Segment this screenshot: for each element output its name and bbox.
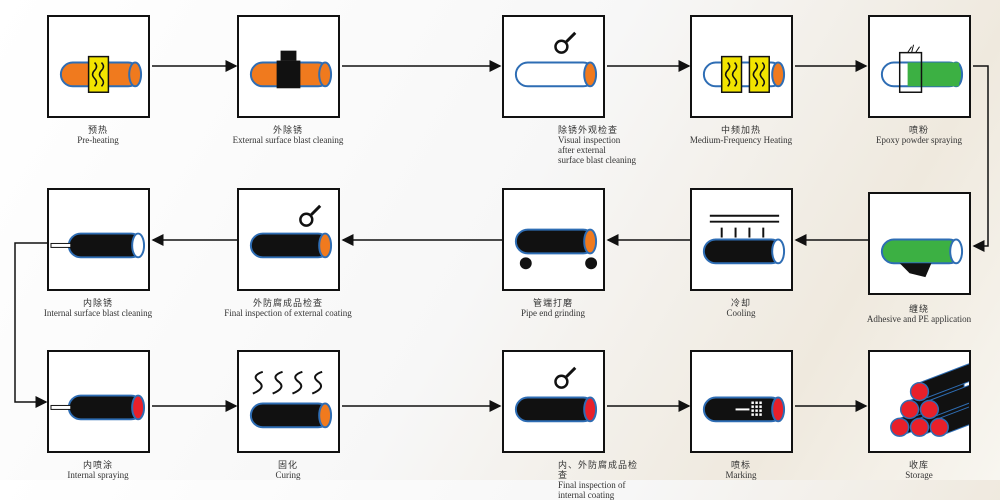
step-powder-spray-pipe-icon xyxy=(868,15,971,118)
step-label-zh: 中频加热 xyxy=(720,125,761,135)
step-label-zh: 外除锈 xyxy=(272,125,303,135)
step-inspect-black-pipe-icon xyxy=(237,188,340,291)
step-wrapping-pipe-icon xyxy=(868,192,971,295)
step-label-zh: 外防腐成品检查 xyxy=(252,298,323,308)
step-label-en: External surface blast cleaning xyxy=(232,135,344,145)
step-label-zh: 喷粉 xyxy=(908,125,929,135)
step-label-en: Curing xyxy=(275,470,301,480)
step-label-zh: 内除锈 xyxy=(82,298,113,308)
step-magnifier-pipe-icon xyxy=(502,15,605,118)
step-internal-blast-pipe-icon xyxy=(47,188,150,291)
step-label-zh: 喷标 xyxy=(730,460,751,470)
step-label-en: Cooling xyxy=(726,308,756,318)
step-final-inspect-pipe-icon xyxy=(502,350,605,453)
flow-arrow xyxy=(14,242,48,408)
step-blast-pipe-icon xyxy=(237,15,340,118)
step-label-en: Storage xyxy=(905,470,933,480)
step-curing-pipe-icon xyxy=(237,350,340,453)
step-label-zh: 内喷涂 xyxy=(82,460,113,470)
step-label-zh: 预热 xyxy=(87,125,108,135)
step-label-en: Epoxy powder spraying xyxy=(876,135,962,145)
step-label-zh: 收库 xyxy=(908,460,929,470)
step-label-en: Visual inspection after external surface… xyxy=(558,135,636,165)
step-label-zh: 内、外防腐成品检查 xyxy=(558,460,639,480)
step-label-en: Pipe end grinding xyxy=(521,308,585,318)
step-label-en: Adhesive and PE application xyxy=(866,314,972,324)
step-label-zh: 固化 xyxy=(277,460,298,470)
flow-arrow xyxy=(972,65,989,252)
step-label-en: Final inspection of external coating xyxy=(224,308,352,318)
step-heater-pipe-icon xyxy=(47,15,150,118)
step-label-zh: 冷却 xyxy=(730,298,751,308)
step-label-zh: 管端打磨 xyxy=(532,298,573,308)
step-storage-pipes-icon xyxy=(868,350,995,453)
step-label-en: Marking xyxy=(725,470,757,480)
step-cooling-pipe-icon xyxy=(690,188,793,291)
step-label-en: Internal spraying xyxy=(67,470,129,480)
step-label-zh: 缠绕 xyxy=(908,304,929,314)
step-marking-pipe-icon xyxy=(690,350,793,453)
step-double-heater-pipe-icon xyxy=(690,15,793,118)
flow-connectors xyxy=(14,60,989,412)
step-label-en: Medium-Frequency Heating xyxy=(689,135,793,145)
step-label-en: Pre-heating xyxy=(77,135,119,145)
step-internal-spray-pipe-icon xyxy=(47,350,150,453)
step-label-en: Final inspection of internal coating xyxy=(558,480,626,500)
step-label-zh: 除锈外观检查 xyxy=(558,125,619,135)
step-label-en: Internal surface blast cleaning xyxy=(43,308,153,318)
step-grinding-pipe-icon xyxy=(502,188,605,291)
